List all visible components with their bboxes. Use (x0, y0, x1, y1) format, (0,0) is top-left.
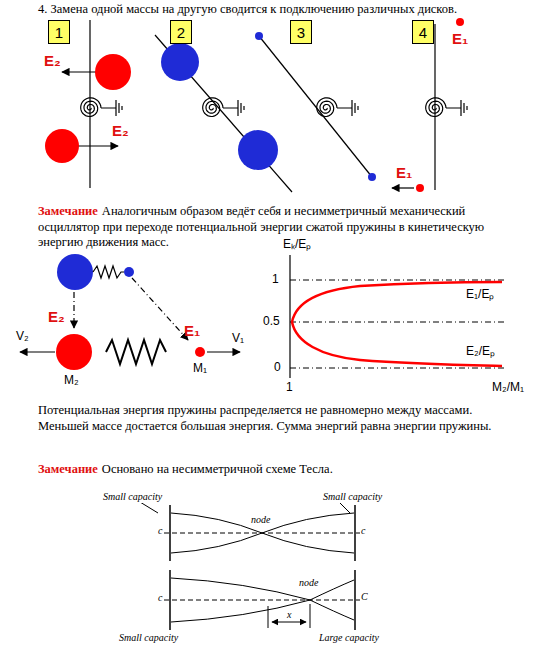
energy-label: E₂ (112, 122, 129, 139)
dimension-label: x (286, 609, 292, 621)
box-number: 4 (419, 24, 427, 41)
spiral-spring (426, 98, 467, 117)
remark-heading: Замечание (38, 204, 98, 218)
plate-label: C (360, 591, 369, 603)
mechanical-oscillator (20, 254, 240, 370)
velocity-label: V₂ (16, 330, 29, 344)
spiral-spring (317, 98, 358, 117)
number-box: 1 (48, 20, 70, 44)
remark-text: Аналогичным образом ведёт себя и несимме… (38, 204, 484, 249)
energy-label: E₁ (184, 322, 200, 339)
energy-label: E₁ (396, 164, 412, 181)
remark-text: Основано на несимметричной схеме Тесла. (102, 462, 333, 476)
box-number: 3 (297, 24, 305, 41)
node-label: node (250, 514, 271, 526)
number-box: 2 (170, 20, 192, 44)
panel-two (155, 35, 292, 192)
tesla-scheme (140, 502, 361, 630)
paragraph: ЗамечаниеАналогичным образом ведёт себя … (38, 204, 508, 251)
curve-label: E₁/Eₚ (466, 288, 494, 302)
mass-label: M₂ (64, 374, 79, 388)
box-number: 1 (55, 24, 63, 41)
number-box: 3 (290, 20, 312, 44)
energy-label: E₂ (48, 308, 65, 325)
tick-label: 1 (272, 273, 279, 287)
energy-chart (290, 255, 505, 378)
velocity-label: V₁ (232, 332, 244, 346)
box-number: 2 (177, 24, 185, 41)
remark-heading: Замечание (38, 462, 98, 476)
paragraph: Замечание Основано на несимметричной схем… (38, 462, 508, 478)
tick-label: 0 (274, 361, 281, 375)
spiral-spring (81, 98, 122, 117)
plate-label: c (360, 525, 366, 537)
node-label: node (298, 577, 319, 589)
tick-label: 1 (286, 381, 293, 395)
capacity-label: Small capacity (322, 491, 383, 503)
axis-title: Eₖ/Eₚ (283, 238, 311, 252)
capacity-label: Large capacity (318, 632, 380, 644)
spiral-springs (81, 98, 467, 117)
curve-label: E₂/Eₚ (466, 345, 495, 359)
spiral-spring (203, 98, 244, 117)
plate-label: c (157, 525, 163, 537)
panel-one (45, 20, 131, 188)
body-paragraph: Потенциальная энергия пружины распределя… (38, 403, 491, 433)
capacity-label: Small capacity (102, 491, 163, 503)
capacity-label: Small capacity (118, 632, 179, 644)
energy-label: E₁ (452, 30, 468, 47)
heading: 4. Замена одной массы на другую сводится… (38, 2, 457, 16)
axis-title: M₂/M₁ (492, 381, 524, 395)
energy-label: E₂ (44, 52, 61, 69)
number-box: 4 (412, 20, 434, 44)
plate-label: c (157, 592, 163, 604)
panel-three (255, 32, 376, 181)
paragraph: Потенциальная энергия пружины распределя… (38, 403, 508, 434)
mass-label: M₁ (193, 362, 207, 376)
tick-label: 0.5 (263, 315, 280, 329)
